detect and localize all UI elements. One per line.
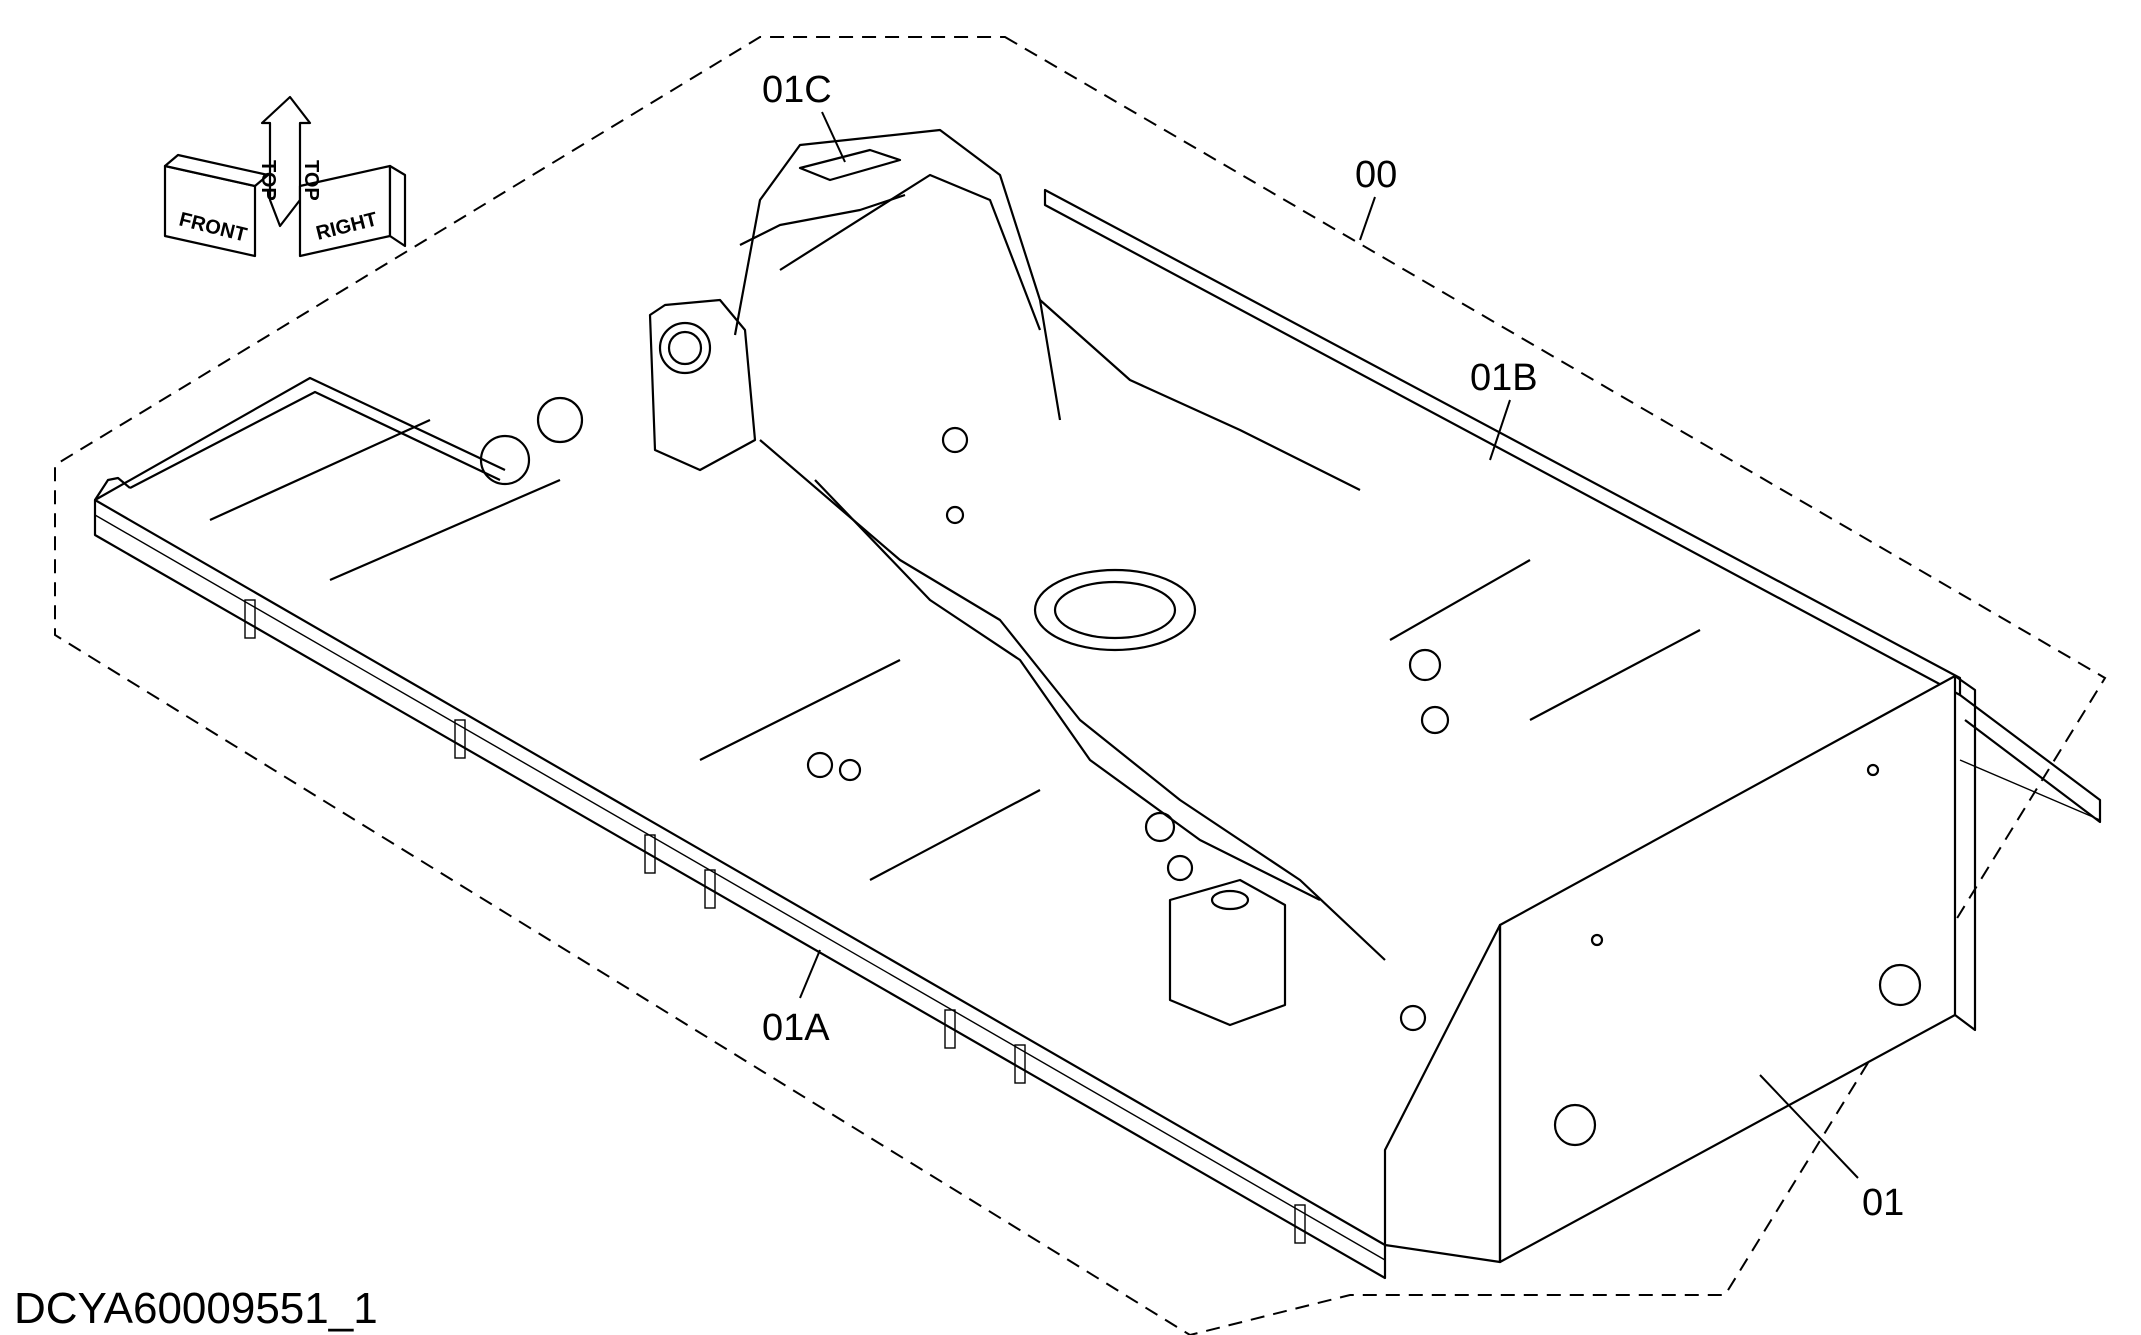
callout-01b: 01B bbox=[1470, 357, 1538, 399]
callout-01a: 01A bbox=[762, 1007, 830, 1049]
main-frame-drawing bbox=[93, 128, 2102, 1280]
leader-01b bbox=[1489, 399, 1511, 461]
arrow-label-top-right: TOP bbox=[300, 160, 322, 201]
drawing-id: DCYA60009551_1 bbox=[14, 1284, 378, 1333]
callout-01: 01 bbox=[1862, 1182, 1904, 1224]
orientation-arrows-icon: FRONT TOP TOP RIGHT bbox=[163, 95, 407, 258]
leader-01 bbox=[1759, 1074, 1859, 1179]
callout-01c: 01C bbox=[762, 69, 832, 111]
arrow-label-top-left: TOP bbox=[257, 160, 279, 201]
leader-01c bbox=[821, 111, 846, 163]
callout-00: 00 bbox=[1355, 154, 1397, 196]
leader-00 bbox=[1359, 196, 1376, 241]
leader-01a bbox=[799, 949, 821, 999]
